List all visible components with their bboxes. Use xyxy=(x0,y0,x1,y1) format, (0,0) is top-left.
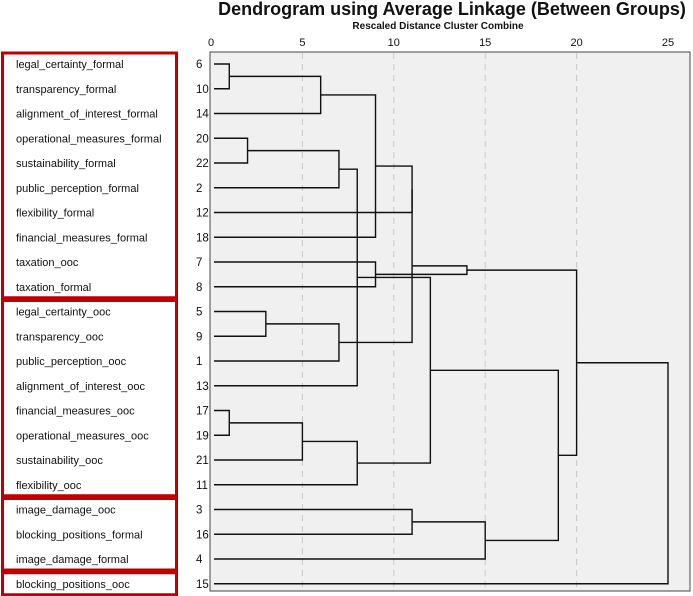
leaf-label: flexibility_formal xyxy=(16,208,94,220)
dendrogram-link xyxy=(214,362,669,585)
leaf-id: 2 xyxy=(196,183,202,195)
leaf-id: 19 xyxy=(196,430,209,442)
leaf-label: operational_measures_ooc xyxy=(16,430,149,442)
leaf-label: alignment_of_interest_ooc xyxy=(16,381,146,393)
leaf-id: 16 xyxy=(196,529,209,541)
leaf-label: operational_measures_formal xyxy=(16,133,162,145)
x-axis-label: Rescaled Distance Cluster Combine xyxy=(352,21,524,32)
leaf-labels: legal_certainty_formal 6 transparency_form… xyxy=(16,59,209,591)
leaf-id: 5 xyxy=(196,307,202,319)
x-tick-label: 5 xyxy=(299,37,305,49)
leaf-label: legal_certainty_formal xyxy=(16,59,124,71)
leaf-label: financial_measures_ooc xyxy=(16,406,135,418)
leaf-group-border xyxy=(1,497,178,572)
leaf-label: sustainability_ooc xyxy=(16,455,103,467)
leaf-label: blocking_positions_formal xyxy=(16,529,143,541)
dendrogram-link xyxy=(338,189,413,344)
leaf-label: public_perception_ooc xyxy=(16,356,127,368)
dendrogram-links xyxy=(214,63,669,585)
leaf-label: image_damage_formal xyxy=(16,554,129,566)
leaf-id: 18 xyxy=(196,232,209,244)
leaf-id: 17 xyxy=(196,406,209,418)
x-axis-ticks: 0 5 10 15 20 25 xyxy=(208,37,674,49)
chart-title: Dendrogram using Average Linkage (Betwee… xyxy=(218,0,686,19)
plot-area xyxy=(209,51,691,592)
leaf-id: 6 xyxy=(196,59,202,71)
x-tick-label: 10 xyxy=(388,37,400,49)
leaf-id: 9 xyxy=(196,331,202,343)
leaf-id: 1 xyxy=(196,356,202,368)
leaf-id: 13 xyxy=(196,381,209,393)
leaf-id: 15 xyxy=(196,579,209,591)
leaf-id: 14 xyxy=(196,109,209,121)
leaf-label: transparency_ooc xyxy=(16,331,104,343)
leaf-label: public_perception_formal xyxy=(16,183,139,195)
leaf-id: 12 xyxy=(196,208,209,220)
leaf-group-border xyxy=(1,51,178,300)
leaf-id: 8 xyxy=(196,282,202,294)
leaf-id: 20 xyxy=(196,133,209,145)
x-tick-label: 0 xyxy=(208,37,214,49)
leaf-label: image_damage_ooc xyxy=(16,505,116,517)
leaf-label: financial_measures_formal xyxy=(16,232,147,244)
leaf-group-border xyxy=(1,571,178,596)
leaf-label: alignment_of_interest_formal xyxy=(16,109,158,121)
leaf-group-border xyxy=(1,299,178,498)
leaf-id: 11 xyxy=(196,480,208,492)
leaf-id: 3 xyxy=(196,505,202,517)
leaf-label: transparency_formal xyxy=(16,84,116,96)
leaf-id: 22 xyxy=(196,158,209,170)
leaf-label: taxation_formal xyxy=(16,282,91,294)
leaf-label: legal_certainty_ooc xyxy=(16,307,111,319)
leaf-groups xyxy=(1,51,178,596)
leaf-id: 4 xyxy=(196,554,203,566)
leaf-label: blocking_positions_ooc xyxy=(16,579,130,591)
leaf-label: sustainability_formal xyxy=(16,158,116,170)
leaf-id: 21 xyxy=(196,455,209,467)
x-tick-label: 20 xyxy=(570,37,582,49)
x-tick-label: 25 xyxy=(662,37,674,49)
leaf-label: flexibility_ooc xyxy=(16,480,82,492)
leaf-id: 7 xyxy=(196,257,202,269)
x-tick-label: 15 xyxy=(479,37,491,49)
leaf-id: 10 xyxy=(196,84,209,96)
leaf-label: taxation_ooc xyxy=(16,257,79,269)
